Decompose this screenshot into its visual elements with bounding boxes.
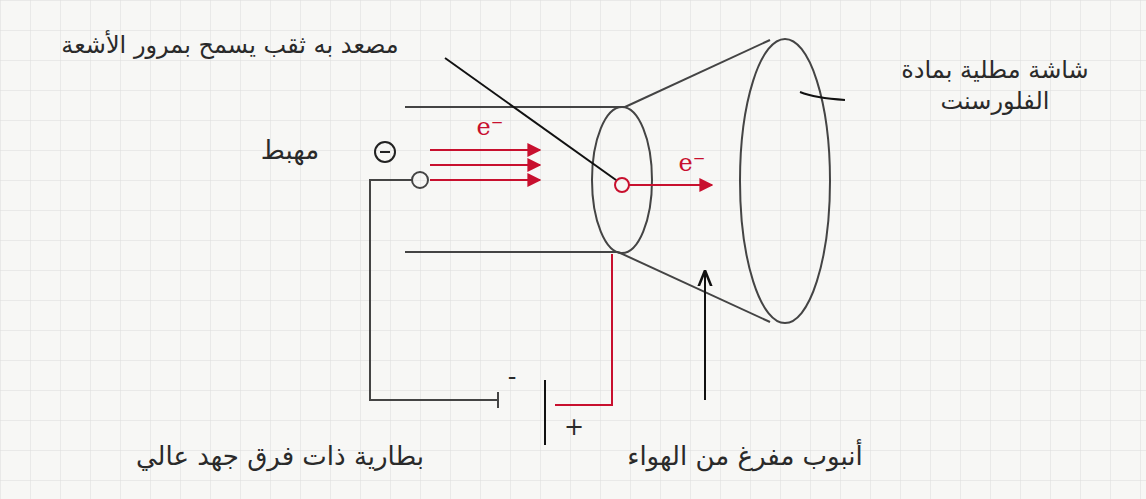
anode-hole bbox=[615, 178, 629, 192]
wire-negative bbox=[370, 180, 498, 400]
battery-plate bbox=[497, 392, 499, 408]
leader-line bbox=[445, 58, 616, 180]
leader-line bbox=[800, 92, 845, 100]
negative-sign bbox=[375, 142, 395, 162]
cathode-label: مهبط bbox=[225, 134, 355, 168]
terminal-sign: - bbox=[500, 362, 524, 393]
electron-beam bbox=[430, 150, 712, 185]
anode-label: مصعد به ثقب يسمح بمرور الأشعة bbox=[20, 30, 440, 61]
cathode bbox=[412, 172, 428, 188]
electron-symbol: e⁻ bbox=[672, 148, 712, 179]
tube-label: أنبوب مفرغ من الهواء bbox=[580, 440, 910, 474]
tube-body bbox=[405, 39, 830, 323]
leader-arrow bbox=[704, 272, 706, 400]
wire-positive bbox=[555, 254, 612, 405]
electron-symbol: e⁻ bbox=[470, 112, 510, 143]
battery-plate bbox=[544, 380, 546, 445]
battery-label: بطارية ذات فرق جهد عالي bbox=[10, 440, 550, 474]
terminal-sign: + bbox=[562, 412, 586, 443]
screen-label: شاشة مطلية بمادة الفلورسنت bbox=[855, 55, 1135, 117]
